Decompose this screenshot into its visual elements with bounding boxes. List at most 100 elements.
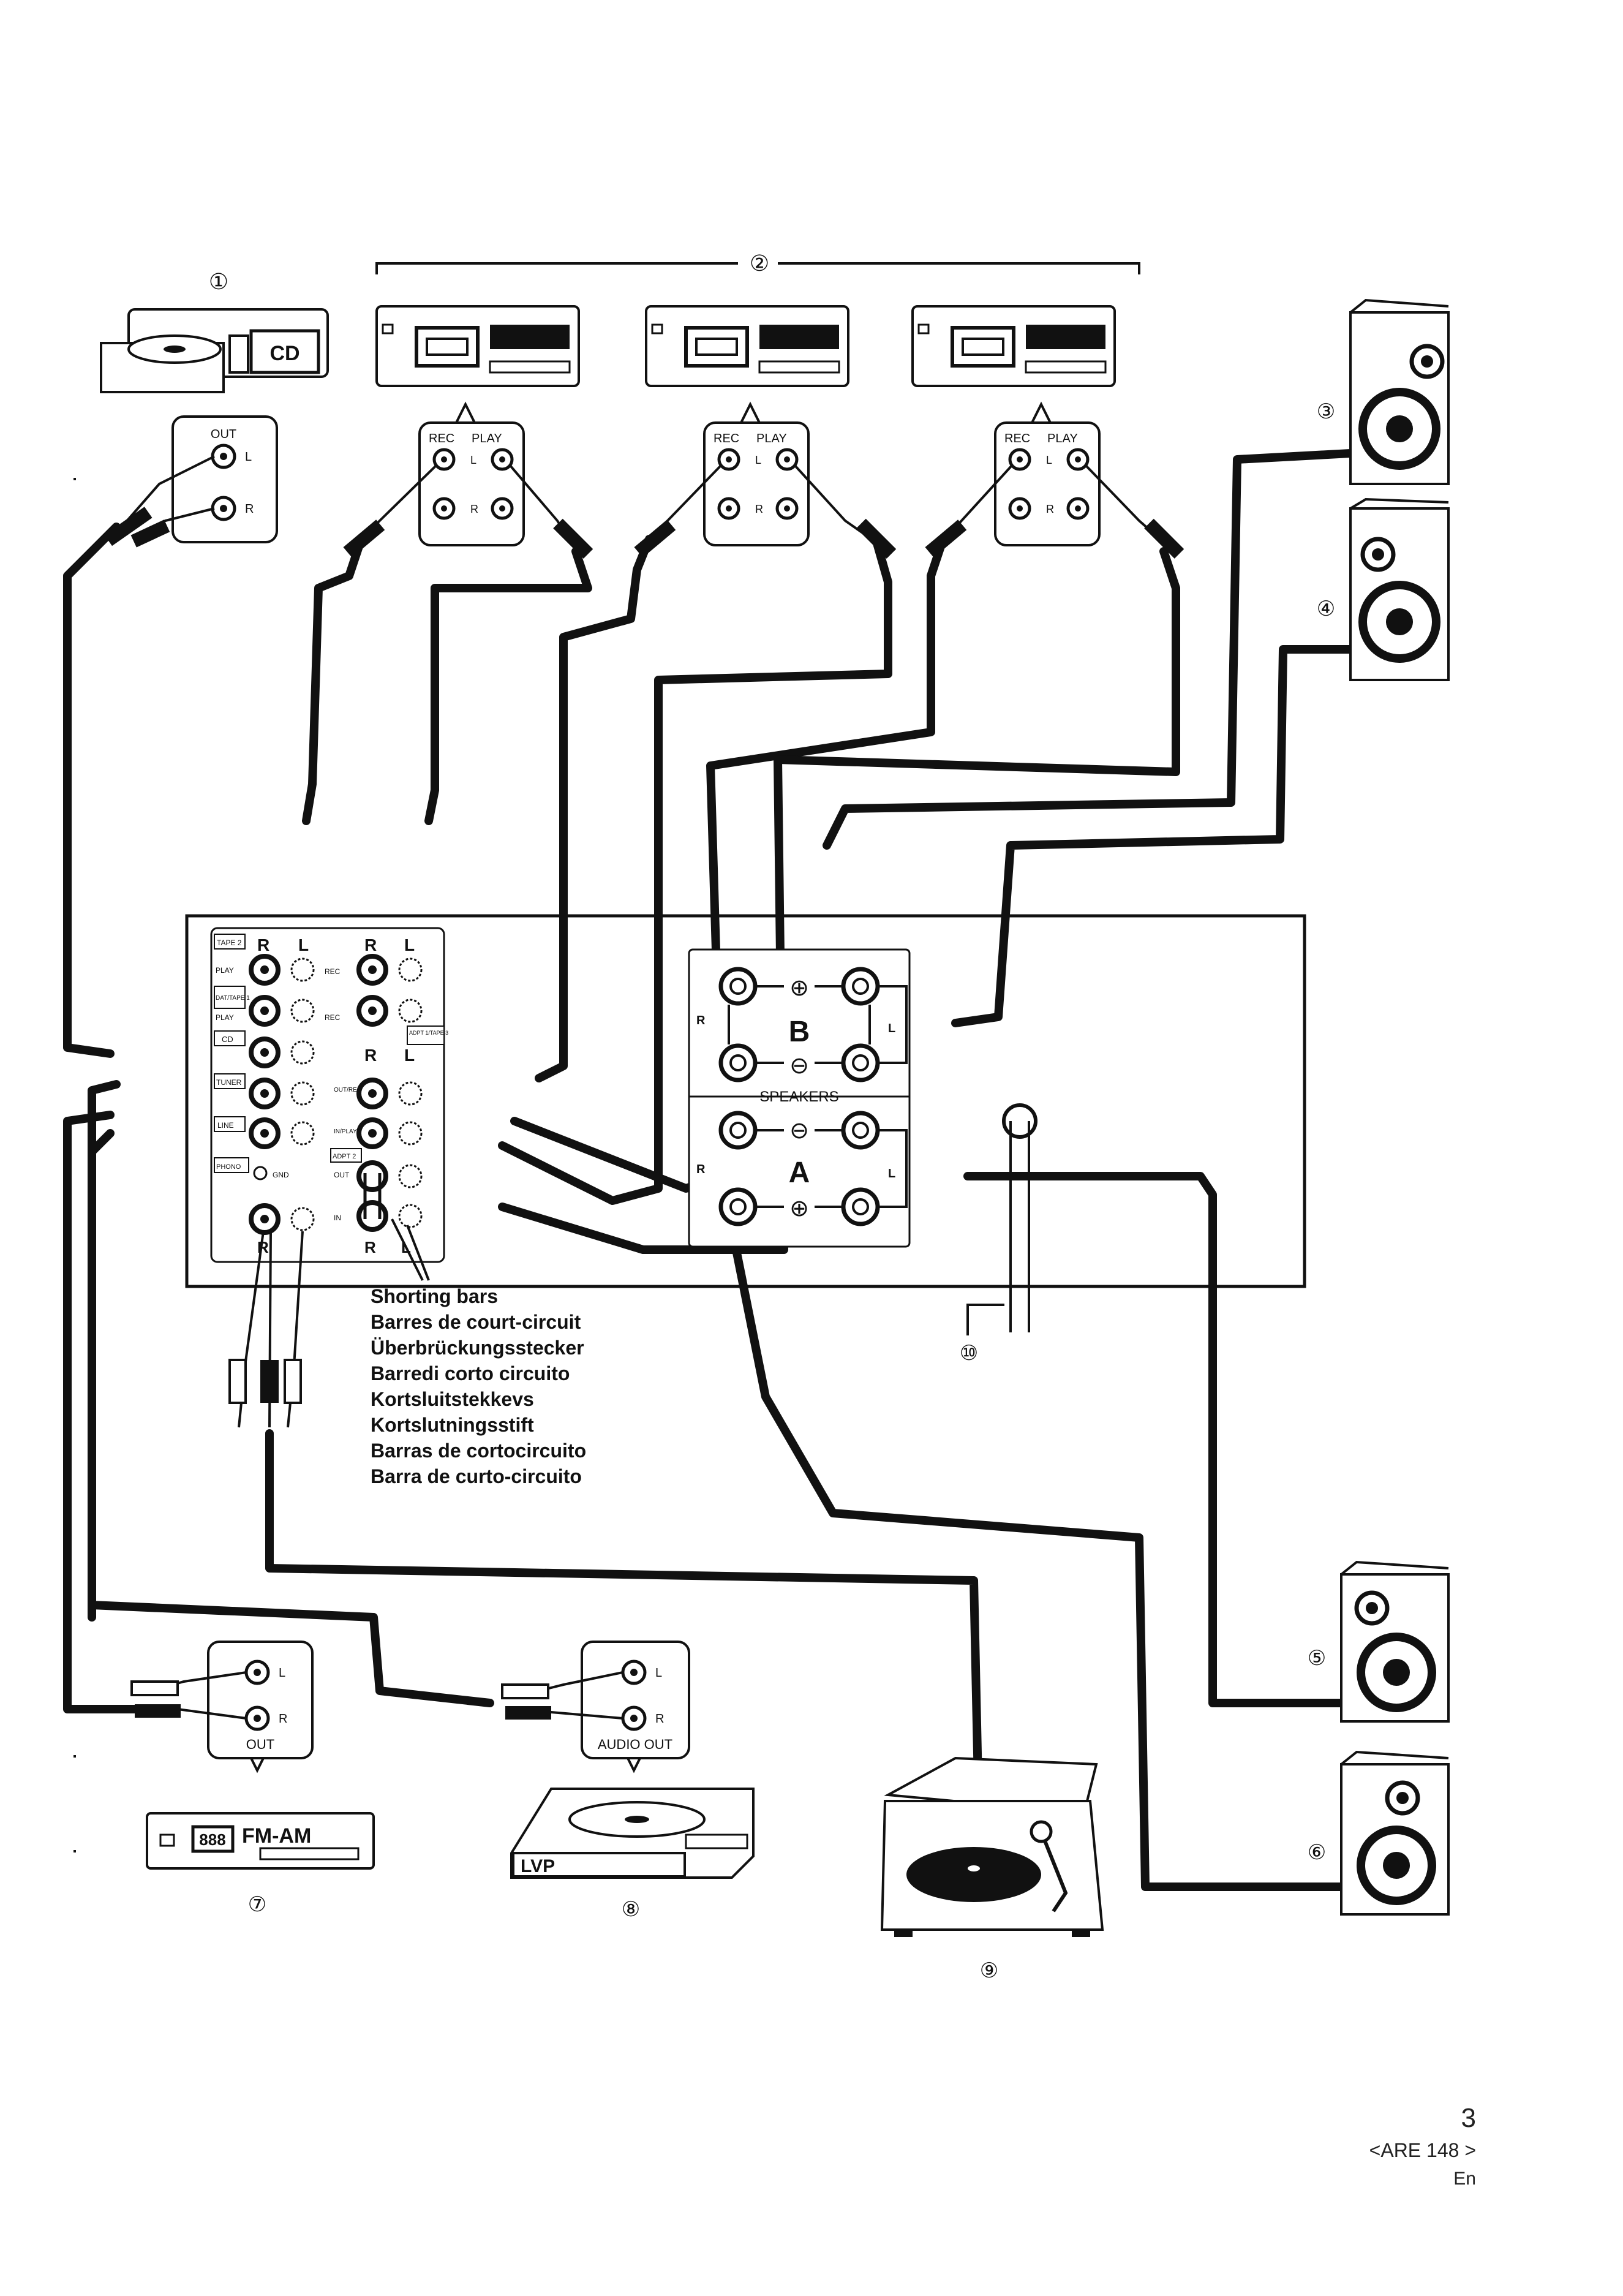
speaker-5 (1340, 1560, 1450, 1723)
tape-2-l-label: L (755, 454, 761, 466)
spk-b-r-label: R (696, 1014, 706, 1027)
spk-a-minus: ⊖ (789, 1117, 809, 1144)
tape-3-r-label: R (1046, 503, 1054, 515)
col-l-label-1: L (298, 935, 309, 954)
col-r-label-2: R (364, 935, 377, 954)
tape-deck-1 (375, 305, 580, 387)
language-code: En (1453, 2169, 1476, 2189)
speaker-6 (1340, 1750, 1450, 1916)
tape-deck-3 (911, 305, 1116, 387)
legend-line-es: Barras de cortocircuito (371, 1440, 587, 1462)
legend-line-de: Überbrückungsstecker (371, 1337, 584, 1359)
input-label-phono: PHONO (216, 1163, 241, 1171)
shorting-bar-r (363, 1173, 382, 1219)
in-label: IN (334, 1214, 341, 1222)
tape-1-r-label: R (470, 503, 478, 515)
lvp-label: LVP (521, 1856, 555, 1876)
speakers-title: SPEAKERS (759, 1089, 838, 1105)
tape-1-jack-panel: REC PLAY L R (343, 401, 593, 559)
callout-7: ⑦ (248, 1892, 266, 1917)
cd-label: CD (269, 342, 299, 365)
tape-1-rec-label: REC (429, 432, 454, 445)
tape-3-rec-label: REC (1004, 432, 1030, 445)
legend-line-it: Barredi corto circuito (371, 1362, 570, 1384)
speaker-3 (1349, 298, 1450, 485)
play-label-2: PLAY (216, 1013, 234, 1022)
callout-9: ⑨ (980, 1958, 998, 1983)
cd-l-label: L (245, 450, 252, 464)
lvp-player: LVP (510, 1788, 755, 1879)
spk-b-plus: ⊕ (789, 974, 809, 1001)
phono-plugs (228, 1231, 304, 1428)
spk-b-minus: ⊖ (789, 1052, 809, 1079)
cd-r-label: R (245, 502, 254, 516)
callout-4: ④ (1317, 597, 1335, 621)
input-label-line: LINE (217, 1121, 234, 1130)
callout-1: ① (209, 270, 228, 295)
legend-line-en: Shorting bars (371, 1285, 499, 1307)
speaker-4 (1349, 497, 1450, 681)
tape-1-l-label: L (470, 454, 476, 466)
tuner-display-label: FM-AM (242, 1824, 311, 1848)
cd-player: CD (100, 308, 329, 393)
input-label-tuner: TUNER (216, 1078, 242, 1087)
gnd-label: GND (273, 1171, 289, 1179)
col-l-label-4: L (404, 1046, 415, 1065)
spk-a-r-label: R (696, 1163, 706, 1176)
adpt2-label: ADPT 2 (333, 1153, 356, 1160)
col-r-label-4: R (364, 1046, 377, 1065)
col-r-label-1: R (257, 935, 269, 954)
callout-2: ② (750, 251, 769, 276)
tape-3-jack-panel: REC PLAY L R (925, 401, 1184, 559)
shorting-bar-pointer (391, 1218, 430, 1281)
tuner-jack-panel: L R OUT (130, 1641, 314, 1773)
out-rec-label: OUT/REC (334, 1087, 361, 1093)
col-l-label-2: L (404, 935, 415, 954)
rec-label-2: REC (325, 1013, 341, 1022)
cd-out-label: OUT (211, 428, 236, 441)
callout-6: ⑥ (1308, 1840, 1326, 1865)
tape-2-r-label: R (755, 503, 763, 515)
callout-10: ⑩ (960, 1341, 978, 1365)
speaker-b-label: B (789, 1016, 810, 1048)
tuner-r-label: R (279, 1712, 287, 1726)
lvp-audio-out-label: AUDIO OUT (598, 1737, 672, 1752)
page-footer: 3 <ARE 148 > En (1369, 2101, 1476, 2193)
tape-3-play-label: PLAY (1047, 432, 1078, 445)
tape-2-rec-label: REC (714, 432, 739, 445)
page-number: 3 (1461, 2103, 1476, 2133)
tape-2-jack-panel: REC PLAY L R (634, 401, 897, 559)
shorting-bars-legend: Shorting bars Barres de court-circuit Üb… (371, 1283, 586, 1489)
out-label: OUT (334, 1171, 350, 1179)
rec-label-1: REC (325, 967, 341, 976)
ac-inlet (966, 1103, 1037, 1335)
legend-line-nl: Kortsluitstekkevs (371, 1388, 534, 1410)
tape-3-l-label: L (1046, 454, 1052, 466)
callout-5: ⑤ (1308, 1646, 1326, 1671)
tape-deck-2 (645, 305, 849, 387)
speaker-a-label: A (789, 1157, 810, 1189)
tape-1-play-label: PLAY (472, 432, 502, 445)
input-label-tape2: TAPE 2 (217, 938, 242, 947)
lvp-l-label: L (655, 1666, 662, 1680)
turntable (880, 1756, 1104, 1937)
legend-line-sv: Kortslutningsstift (371, 1414, 534, 1436)
cd-jack-panel: OUT L R (104, 415, 278, 548)
tape-2-play-label: PLAY (756, 432, 787, 445)
tuner: 888 FM-AM (146, 1812, 375, 1870)
in-play-label: IN/PLAY (334, 1128, 357, 1135)
spk-a-plus: ⊕ (789, 1195, 809, 1222)
input-jacks: TAPE 2 PLAY DAT/TAPE 1 PLAY CD TUNER LIN… (210, 927, 448, 1281)
play-label-1: PLAY (216, 966, 234, 975)
tuner-out-label: OUT (246, 1737, 274, 1752)
lvp-r-label: R (655, 1712, 664, 1726)
cables (63, 449, 1355, 1891)
svg-text:888: 888 (199, 1830, 225, 1849)
amp-rear-panel (185, 914, 1306, 1288)
spk-a-l-label: L (888, 1167, 895, 1180)
model-code: <ARE 148 > (1369, 2139, 1476, 2161)
lvp-jack-panel: L R AUDIO OUT (501, 1641, 690, 1773)
speaker-terminals: SPEAKERS B A R L R L ⊕ ⊖ ⊖ ⊕ (688, 948, 911, 1248)
tuner-l-label: L (279, 1666, 285, 1680)
